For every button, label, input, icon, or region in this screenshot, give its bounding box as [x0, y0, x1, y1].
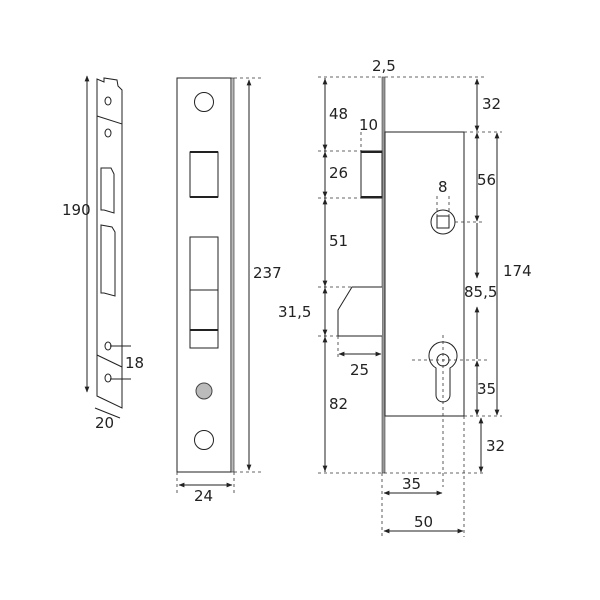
- screw-hole: [104, 373, 112, 383]
- faceplate-width-label: 24: [194, 487, 213, 505]
- spindle-offset-label: 56: [477, 171, 496, 189]
- strike-plate: 190 18 20: [62, 75, 144, 432]
- latch-bolt: [360, 150, 383, 199]
- screw-hole: [194, 92, 214, 112]
- bolt-projection-label: 25: [350, 361, 369, 379]
- latch-window: [189, 151, 219, 198]
- screw-hole: [104, 96, 112, 106]
- top-to-latch-label: 48: [329, 105, 348, 123]
- lock-body-side: 8 48 10 26 51 31,5 82 25 2,5: [278, 57, 532, 537]
- bolt-opening: [100, 224, 116, 297]
- faceplate-front: 237 24: [176, 77, 282, 505]
- spindle-size-label: 8: [438, 178, 448, 196]
- spindle-square: [436, 215, 450, 229]
- bolt-hole: [195, 382, 213, 400]
- strike-height-label: 190: [62, 201, 91, 219]
- spindle-to-cylinder-label: 85,5: [464, 283, 497, 301]
- screw-hole: [104, 128, 112, 138]
- backset-label: 35: [402, 475, 421, 493]
- faceplate-height-label: 237: [253, 264, 282, 282]
- bolt-window: [189, 236, 219, 349]
- body-depth-label: 50: [414, 513, 433, 531]
- dead-bolt: [337, 286, 382, 337]
- screw-hole: [194, 430, 214, 450]
- plate-thickness-label: 2,5: [372, 57, 396, 75]
- bolt-height-label: 31,5: [278, 303, 311, 321]
- lock-case: [384, 131, 465, 417]
- latch-height-label: 26: [329, 164, 348, 182]
- latch-to-bolt-label: 51: [329, 232, 348, 250]
- latch-projection-label: 10: [359, 116, 378, 134]
- top-offset-label: 32: [482, 95, 501, 113]
- latch-opening: [100, 167, 115, 214]
- strike-width-label: 20: [95, 414, 114, 432]
- body-height-label: 174: [503, 262, 532, 280]
- strike-width-dim: [94, 407, 121, 419]
- strike-hole-spacing-label: 18: [125, 354, 144, 372]
- bottom-offset-label: 32: [486, 437, 505, 455]
- faceplate-edge: [230, 77, 235, 473]
- cylinder-offset-label: 35: [477, 380, 496, 398]
- bolt-to-bottom-label: 82: [329, 395, 348, 413]
